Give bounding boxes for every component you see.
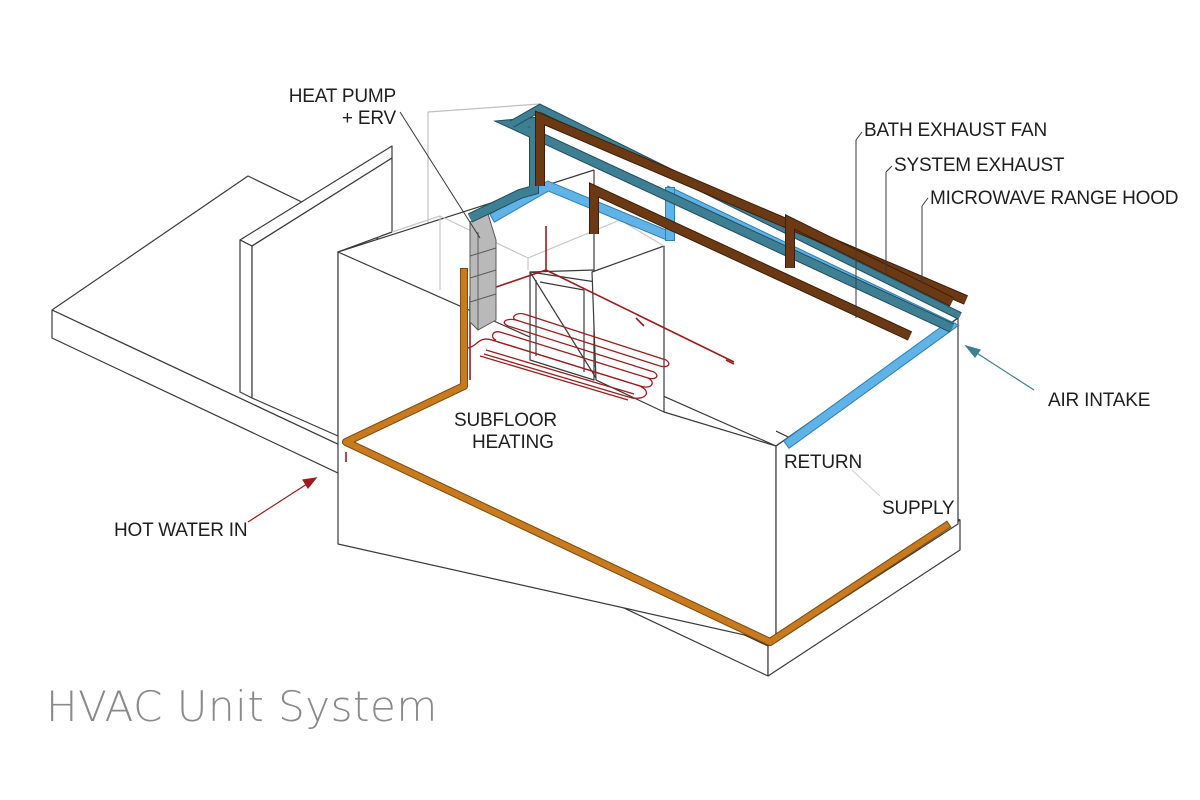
heat-pump-label: HEAT PUMP + ERV	[276, 86, 396, 130]
supply-label: SUPPLY	[882, 498, 955, 519]
subfloor-label-line2: HEATING	[472, 432, 554, 453]
heat-pump-label-line2: + ERV	[341, 108, 396, 129]
interior-partition	[529, 245, 777, 447]
return-supply-leader	[851, 469, 881, 497]
subfloor-heating-label: SUBFLOOR HEATING	[454, 410, 557, 454]
hot-water-arrow	[247, 477, 318, 523]
system-exhaust-label: SYSTEM EXHAUST	[894, 155, 1065, 176]
air-intake-arrow	[964, 344, 1035, 391]
exhaust-ducts	[535, 110, 968, 341]
range-hood-label: MICROWAVE RANGE HOOD	[930, 188, 1179, 209]
building-structure	[51, 103, 961, 677]
heat-pump-label-line1: HEAT PUMP	[288, 86, 396, 107]
diagram-title: HVAC Unit System	[46, 682, 438, 731]
heat-pump-leader	[399, 111, 481, 239]
leader-lines	[399, 111, 929, 497]
heat-pump-unit	[469, 213, 497, 331]
air-intake-duct	[467, 103, 962, 333]
bath-exhaust-label: BATH EXHAUST FAN	[864, 120, 1047, 141]
hot-water-pipe	[342, 268, 952, 646]
return-label: RETURN	[784, 452, 862, 473]
air-intake-label: AIR INTAKE	[1048, 390, 1151, 411]
hot-water-in-label: HOT WATER IN	[114, 520, 248, 541]
subfloor-label-line1: SUBFLOOR	[454, 410, 557, 431]
subfloor-heating-loops	[467, 312, 670, 401]
